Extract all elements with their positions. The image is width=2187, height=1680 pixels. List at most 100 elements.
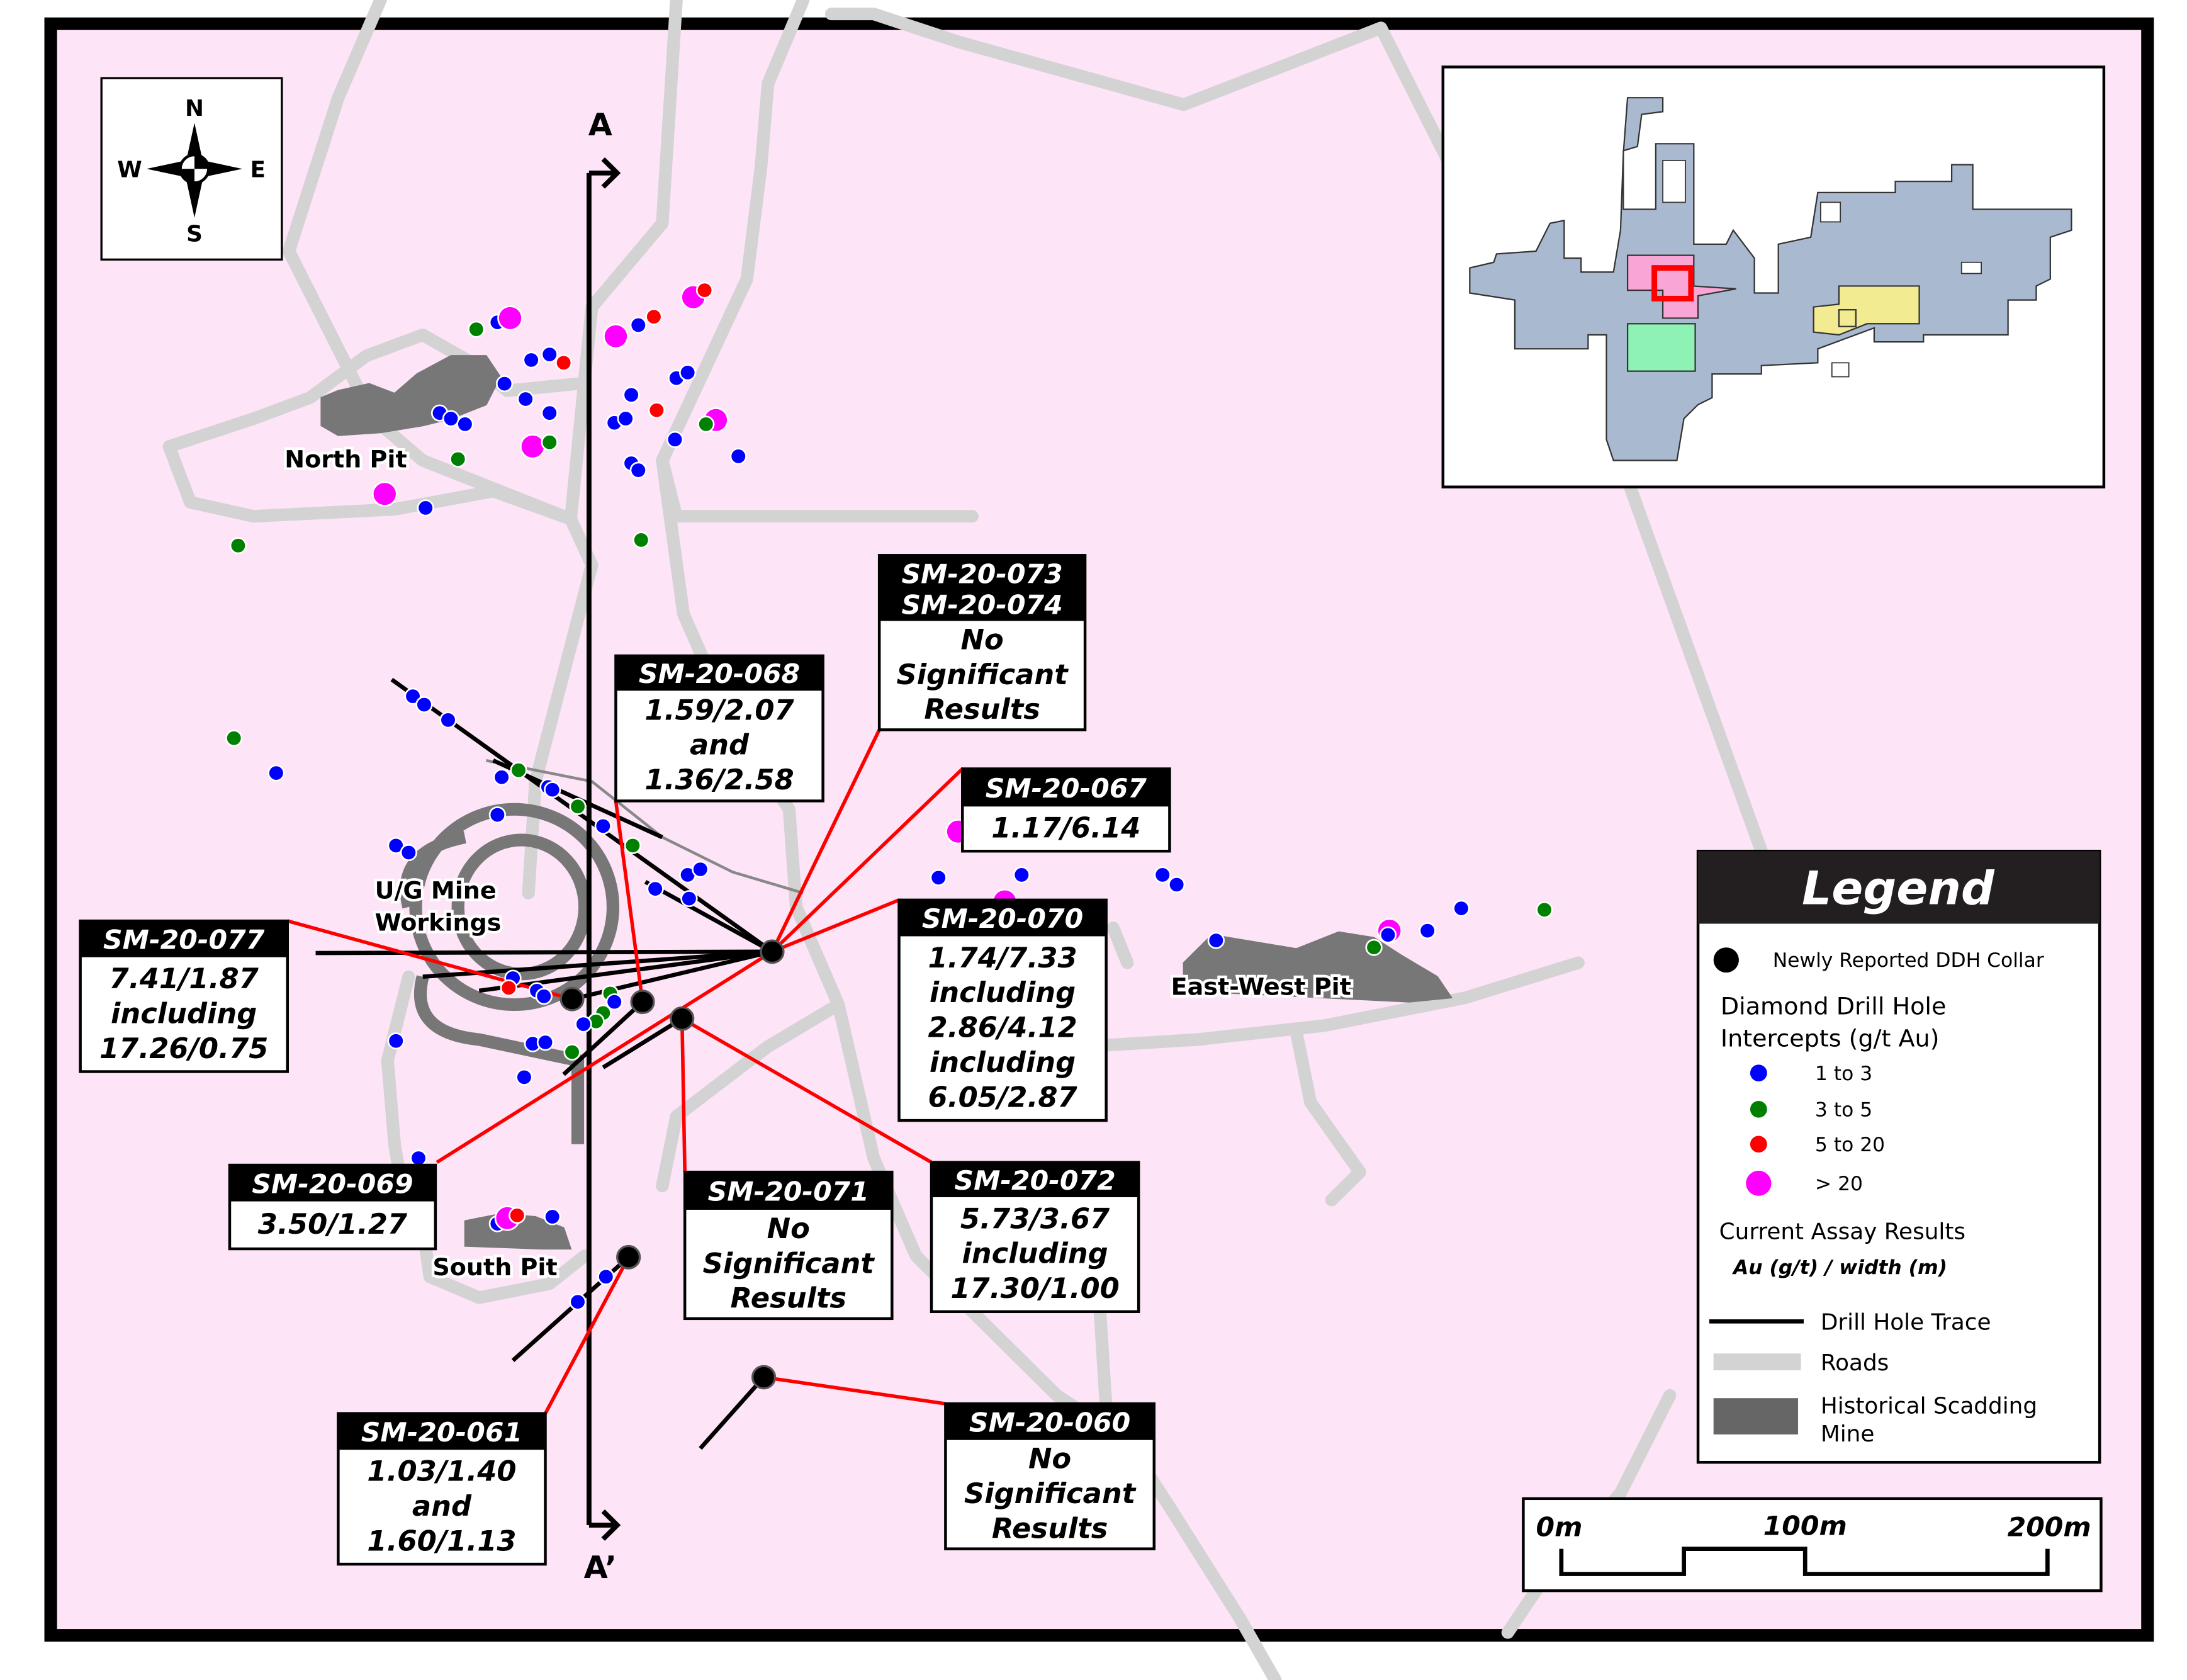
callout-value: including — [962, 1237, 1108, 1270]
legend-swatch — [1746, 1170, 1772, 1196]
intercept-1-to-3 — [544, 781, 561, 799]
intercept-1-to-3 — [488, 806, 507, 824]
legend-class-label: 1 to 3 — [1815, 1063, 1872, 1085]
intercept-1-to-3 — [541, 346, 558, 363]
intercept-1-to-3 — [544, 1208, 561, 1226]
callout-value: Significant — [703, 1247, 875, 1280]
callout-value: Results — [924, 693, 1040, 726]
intercept-5-to-20 — [648, 402, 666, 419]
intercept-over-20 — [497, 305, 523, 331]
intercept-1-to-3 — [456, 415, 474, 433]
callout-leader — [771, 767, 964, 953]
scale-100: 100m — [1763, 1511, 1847, 1542]
callout-leader — [681, 1017, 933, 1164]
callout-value: No — [767, 1212, 810, 1245]
intercept-1-to-3 — [541, 404, 558, 422]
ddh-collar — [559, 986, 585, 1012]
section-end-label: A’ — [584, 1550, 617, 1586]
collar-symbol — [1713, 947, 1739, 973]
callout-title: SM-20-060 — [969, 1407, 1130, 1438]
callout-leader — [763, 1375, 946, 1406]
intercept-1-to-3 — [1419, 922, 1436, 940]
callout-value: No — [961, 624, 1004, 657]
intercept-1-to-3 — [617, 410, 634, 427]
intercept-1-to-3 — [1379, 926, 1397, 944]
callout-leader — [287, 919, 573, 1001]
callout-070: SM-20-0701.74/7.33including2.86/4.12incl… — [897, 898, 1108, 1122]
intercept-1-to-3 — [1207, 932, 1225, 949]
compass-s: S — [186, 222, 203, 247]
legend-collar: Newly Reported DDH Collar — [1773, 949, 2044, 972]
intercept-1-to-3 — [515, 1068, 533, 1086]
ddh-collar — [630, 989, 655, 1015]
intercept-1-to-3 — [569, 1293, 587, 1311]
callout-leader — [544, 1256, 631, 1414]
drill-trace — [602, 1017, 683, 1069]
legend-intercepts-title-1: Diamond Drill Hole — [1721, 993, 1947, 1020]
callout-value: 17.26/0.75 — [99, 1032, 268, 1065]
intercept-over-20 — [603, 324, 629, 349]
ddh-collar — [670, 1006, 695, 1031]
callout-value: 1.03/1.40 — [367, 1455, 516, 1488]
ddh-collar — [751, 1365, 777, 1390]
callout-value: 7.41/1.87 — [110, 962, 259, 995]
intercept-1-to-3 — [493, 769, 510, 786]
north-pit-label: North Pit — [284, 446, 407, 473]
callout-value: and — [412, 1490, 472, 1523]
intercept-1-to-3 — [666, 431, 684, 448]
intercept-5-to-20 — [500, 979, 517, 997]
callout-leader — [771, 898, 900, 954]
legend-roads: Roads — [1821, 1350, 1889, 1376]
intercept-1-to-3 — [417, 499, 434, 517]
intercept-1-to-3 — [678, 364, 697, 381]
callout-title: SM-20-061 — [361, 1417, 522, 1448]
intercept-3-to-5 — [569, 798, 587, 815]
callout-value: 1.59/2.07 — [644, 694, 794, 727]
intercept-5-to-20 — [645, 308, 663, 325]
intercept-1-to-3 — [692, 860, 709, 878]
intercept-1-to-3 — [415, 696, 433, 713]
legend-title: Legend — [1802, 862, 1995, 916]
intercept-1-to-3 — [495, 375, 514, 393]
callout-title: SM-20-068 — [639, 658, 800, 689]
intercept-5-to-20 — [554, 354, 573, 371]
intercept-1-to-3 — [575, 1015, 592, 1033]
compass-n: N — [185, 96, 204, 121]
callout-value: 1.36/2.58 — [644, 764, 794, 796]
section-start-label: A — [588, 107, 612, 143]
intercept-over-20 — [519, 434, 546, 459]
drill-trace — [562, 1000, 644, 1076]
callout-value: Significant — [897, 658, 1069, 691]
intercept-3-to-5 — [624, 837, 641, 854]
callout-value: 17.30/1.00 — [950, 1272, 1119, 1305]
intercept-1-to-3 — [622, 386, 640, 403]
scale-bar: 0m 100m 200m — [1522, 1497, 2103, 1593]
intercept-1-to-3 — [1167, 876, 1186, 893]
section-line — [587, 157, 621, 1541]
callout-title: SM-20-070 — [922, 903, 1083, 934]
intercept-1-to-3 — [597, 1268, 615, 1285]
callout-leader — [770, 729, 881, 953]
legend-assay-sub: Au (g/t) / width (m) — [1731, 1256, 1947, 1279]
callout-title: SM-20-069 — [252, 1169, 413, 1200]
compass-w: W — [117, 157, 142, 183]
intercept-1-to-3 — [646, 880, 664, 898]
intercept-1-to-3 — [729, 448, 747, 465]
intercept-1-to-3 — [410, 1149, 427, 1167]
drill-trace — [390, 677, 773, 954]
intercept-5-to-20 — [695, 281, 714, 299]
intercept-points — [225, 281, 1553, 1311]
callout-leader — [680, 1018, 687, 1173]
intercept-3-to-5 — [1536, 901, 1553, 918]
compass-rose: N S W E — [100, 77, 283, 261]
legend-class-label: > 20 — [1815, 1173, 1863, 1195]
callout-title: SM-20-067 — [986, 773, 1147, 804]
intercept-1-to-3 — [605, 993, 623, 1011]
